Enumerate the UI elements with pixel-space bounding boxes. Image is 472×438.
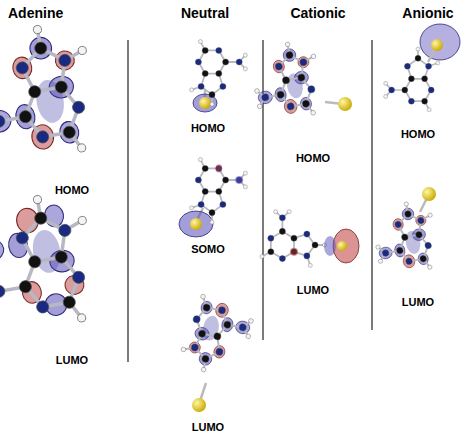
neutral-somo <box>179 158 247 237</box>
neutral-lumo <box>178 292 257 412</box>
orbital-label: HOMO <box>401 128 435 140</box>
neutral-homo <box>190 40 248 112</box>
column-heading: Neutral <box>181 6 229 21</box>
adenine-homo <box>0 18 104 168</box>
column-divider <box>128 40 372 362</box>
orbital-label: HOMO <box>296 152 330 164</box>
column-heading: Cationic <box>290 6 345 21</box>
orbital-label: HOMO <box>55 184 89 196</box>
orbital-label: LUMO <box>297 284 329 296</box>
cationic-lumo <box>260 210 359 268</box>
column-heading: Adenine <box>8 6 63 21</box>
column-heading: Anionic <box>402 6 453 21</box>
orbital-label: SOMO <box>191 243 225 255</box>
orbital-label: LUMO <box>402 296 434 308</box>
cationic-homo <box>247 38 352 125</box>
orbital-label: LUMO <box>56 354 88 366</box>
adenine-lumo <box>0 188 104 338</box>
anionic-homo <box>384 24 460 112</box>
anionic-lumo <box>369 187 442 278</box>
orbital-label: HOMO <box>191 122 225 134</box>
orbital-label: LUMO <box>192 421 224 433</box>
